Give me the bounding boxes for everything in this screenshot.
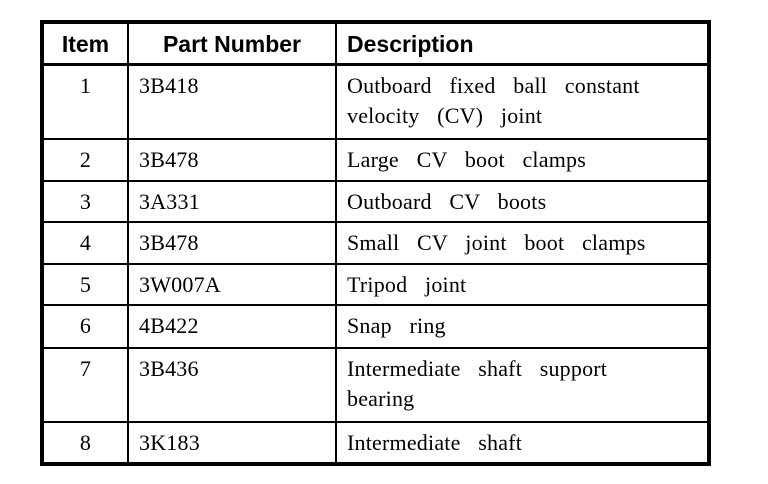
header-description: Description — [335, 21, 710, 66]
part-number-cell: 3B436 — [127, 347, 337, 423]
item-cell: 6 — [41, 304, 129, 349]
item-cell: 1 — [41, 63, 129, 140]
part-number-cell: 3B418 — [127, 63, 337, 140]
table-row: 4 3B478 Small CV joint boot clamps — [41, 221, 710, 265]
item-cell: 5 — [41, 263, 129, 306]
item-cell: 3 — [41, 180, 129, 223]
parts-table: Item Part Number Description 1 3B418 Out… — [40, 20, 711, 466]
description-cell: Outboard fixed ball constant velocity (C… — [335, 63, 710, 140]
part-number-cell: 3W007A — [127, 263, 337, 306]
description-cell: Intermediate shaft support bearing — [335, 347, 710, 423]
table-row: 1 3B418 Outboard fixed ball constant vel… — [41, 63, 710, 140]
item-cell: 7 — [41, 347, 129, 423]
table-row: 3 3A331 Outboard CV boots — [41, 180, 710, 223]
item-cell: 4 — [41, 221, 129, 265]
table-row: 2 3B478 Large CV boot clamps — [41, 138, 710, 182]
part-number-cell: 3K183 — [127, 421, 337, 465]
description-cell: Outboard CV boots — [335, 180, 710, 223]
description-cell: Tripod joint — [335, 263, 710, 306]
part-number-cell: 3B478 — [127, 138, 337, 182]
description-cell: Snap ring — [335, 304, 710, 349]
description-cell: Small CV joint boot clamps — [335, 221, 710, 265]
header-item: Item — [41, 21, 129, 66]
item-cell: 2 — [41, 138, 129, 182]
header-part-number: Part Number — [127, 21, 337, 66]
table-row: 6 4B422 Snap ring — [41, 304, 710, 349]
table-row: 7 3B436 Intermediate shaft support beari… — [41, 347, 710, 423]
part-number-cell: 3A331 — [127, 180, 337, 223]
table-row: 5 3W007A Tripod joint — [41, 263, 710, 306]
part-number-cell: 4B422 — [127, 304, 337, 349]
table-row: 8 3K183 Intermediate shaft — [41, 421, 710, 465]
header-row: Item Part Number Description — [41, 21, 710, 66]
item-cell: 8 — [41, 421, 129, 465]
part-number-cell: 3B478 — [127, 221, 337, 265]
description-cell: Intermediate shaft — [335, 421, 710, 465]
description-cell: Large CV boot clamps — [335, 138, 710, 182]
